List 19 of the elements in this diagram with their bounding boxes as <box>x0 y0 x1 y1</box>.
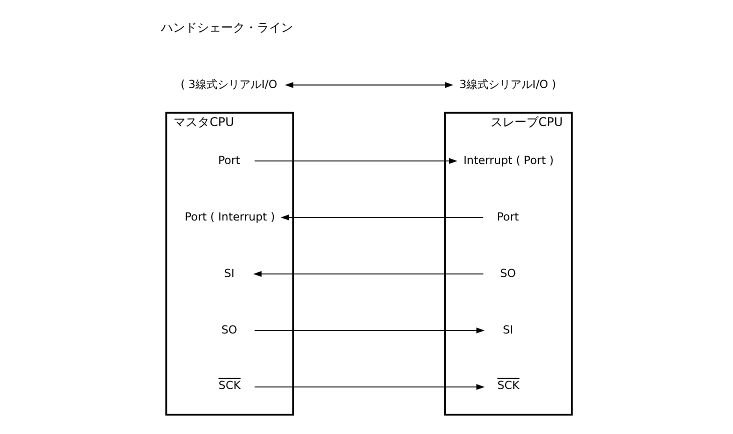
label: ハンドシェーク・ライン <box>161 20 294 35</box>
node-text: SCK <box>218 378 241 392</box>
arrow <box>280 214 484 220</box>
arrow <box>254 384 485 390</box>
node-text: ( 3線式シリアルI/O <box>180 78 278 91</box>
node-text: SI <box>502 323 514 336</box>
node-text: 3線式シリアルI/O ) <box>459 78 556 91</box>
arrow <box>284 82 454 88</box>
arrow <box>254 328 485 334</box>
node-text: Port <box>496 210 519 224</box>
arrow <box>254 158 458 164</box>
node-text: SCK <box>497 378 520 392</box>
node-text: Port ( Interrupt ) <box>184 210 275 224</box>
arrow <box>253 271 484 277</box>
node-text: SO <box>500 266 516 280</box>
node-text: SI <box>224 266 234 280</box>
node-text: Port <box>218 154 240 167</box>
node-text: Interrupt ( Port ) <box>464 154 554 167</box>
node-text: SO <box>221 323 238 336</box>
